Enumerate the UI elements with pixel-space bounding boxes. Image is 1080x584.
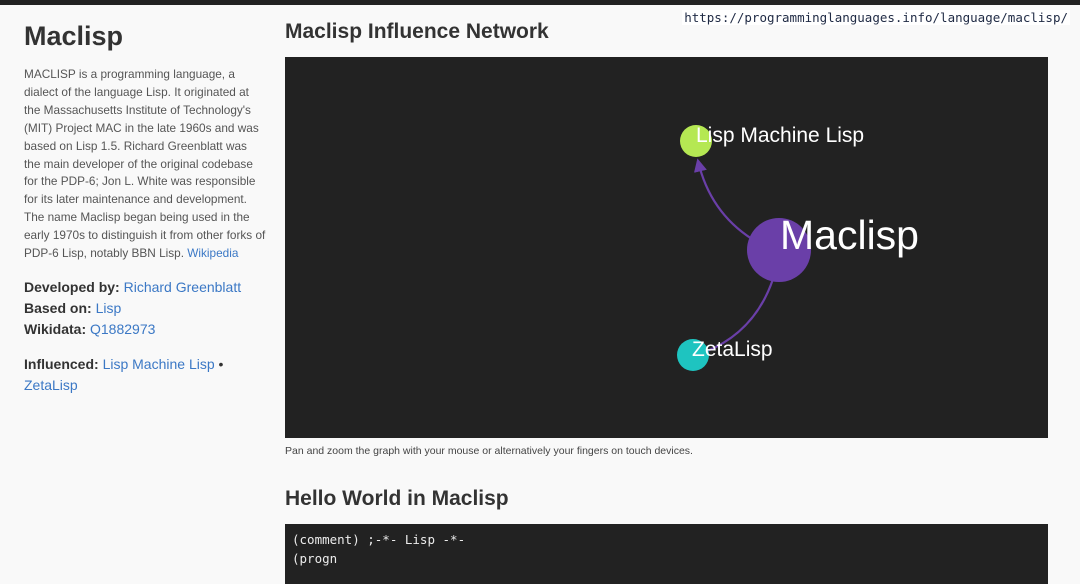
network-heading: Maclisp Influence Network <box>285 20 549 43</box>
developed-by-row: Developed by: Richard Greenblatt <box>24 277 266 298</box>
description-text: MACLISP is a programming language, a dia… <box>24 67 266 261</box>
based-on-link[interactable]: Lisp <box>95 299 122 316</box>
wikidata-link[interactable]: Q1882973 <box>90 320 156 337</box>
language-meta: Developed by: Richard Greenblatt Based o… <box>24 277 266 340</box>
separator: • <box>218 355 224 372</box>
wikidata-row: Wikidata: Q1882973 <box>24 319 266 340</box>
influenced-link-lisp-machine-lisp[interactable]: Lisp Machine Lisp <box>102 355 215 372</box>
page-title: Maclisp <box>24 21 124 51</box>
wikipedia-link[interactable]: Wikipedia <box>187 246 239 261</box>
based-on-label: Based on: <box>24 299 96 316</box>
top-bar <box>0 0 1080 5</box>
node-label-maclisp: Maclisp <box>780 212 919 258</box>
influenced-label: Influenced: <box>24 355 103 372</box>
node-maclisp[interactable] <box>747 218 811 282</box>
wikidata-label: Wikidata: <box>24 320 90 337</box>
node-label-lisp-machine-lisp: Lisp Machine Lisp <box>696 124 864 147</box>
language-description: MACLISP is a programming language, a dia… <box>24 66 266 263</box>
graph-caption: Pan and zoom the graph with your mouse o… <box>285 445 693 457</box>
graph-svg[interactable]: Maclisp Lisp Machine Lisp ZetaLisp <box>285 57 1048 438</box>
code-line-2: (progn <box>292 550 338 566</box>
influence-graph[interactable]: Maclisp Lisp Machine Lisp ZetaLisp <box>285 57 1048 438</box>
code-block: (comment) ;-*- Lisp -*- (progn <box>285 524 1048 584</box>
node-label-zetalisp: ZetaLisp <box>692 338 773 361</box>
influenced-row: Influenced: Lisp Machine Lisp • ZetaLisp <box>24 354 266 396</box>
main-content: Maclisp Influence Network <box>285 18 1048 46</box>
node-lisp-machine-lisp[interactable] <box>680 125 712 157</box>
code-line-1: (comment) ;-*- Lisp -*- <box>292 532 466 547</box>
sidebar: Maclisp MACLISP is a programming languag… <box>24 20 266 396</box>
influenced-link-zetalisp[interactable]: ZetaLisp <box>24 376 78 393</box>
based-on-row: Based on: Lisp <box>24 298 266 319</box>
hello-world-heading: Hello World in Maclisp <box>285 487 509 510</box>
developer-link[interactable]: Richard Greenblatt <box>123 278 242 295</box>
node-zetalisp[interactable] <box>677 339 709 371</box>
edge-maclisp-to-zetalisp <box>704 278 775 354</box>
page-url: https://programminglanguages.info/langua… <box>682 10 1070 25</box>
developed-by-label: Developed by: <box>24 278 124 295</box>
edge-maclisp-to-lisp-machine-lisp <box>693 158 753 240</box>
